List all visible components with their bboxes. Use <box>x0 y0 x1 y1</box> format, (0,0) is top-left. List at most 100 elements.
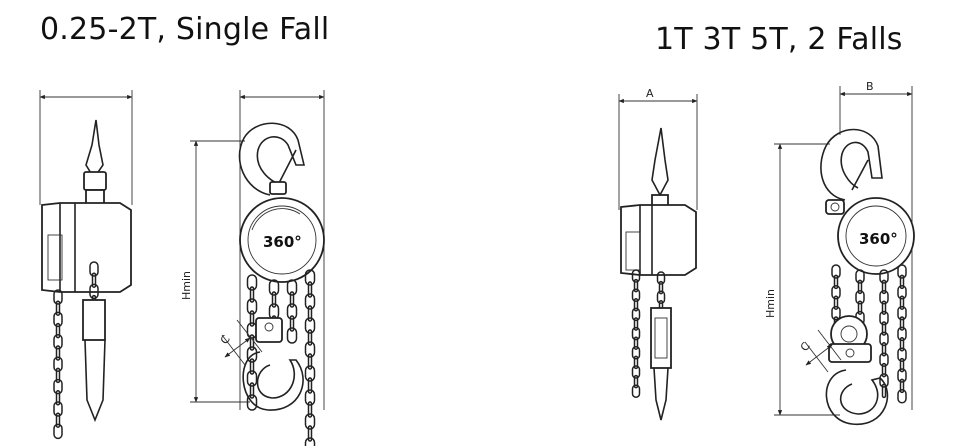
chain-link <box>55 345 61 361</box>
c-label-left: C <box>218 333 233 347</box>
chain-link <box>897 389 907 404</box>
chain-link <box>55 412 61 428</box>
chain-link <box>631 326 641 341</box>
chain-link <box>304 437 316 446</box>
chain-link <box>633 374 639 389</box>
chain-link <box>286 303 298 320</box>
chain-link <box>89 261 99 277</box>
b-label: B <box>866 80 874 93</box>
chain-link <box>633 278 639 293</box>
chain-link <box>899 378 905 394</box>
chain-link <box>307 281 313 298</box>
chain-link <box>289 291 295 308</box>
chain-link <box>55 390 61 406</box>
two-falls-front-view: B Hmin 360° C <box>764 80 915 425</box>
chain-link <box>897 264 907 279</box>
hmin-label-left: Hmin <box>180 271 193 300</box>
chain-link <box>656 271 666 285</box>
chain-link <box>633 317 639 331</box>
chain-link <box>631 307 641 322</box>
chain-link <box>633 336 639 350</box>
chain-link <box>631 269 641 283</box>
chain-link <box>881 383 887 399</box>
chain-link <box>831 305 841 321</box>
chain-link <box>289 315 295 332</box>
chain-link <box>899 274 905 290</box>
a-label: A <box>646 87 654 100</box>
chain-link <box>246 298 258 315</box>
chain-link <box>91 272 97 288</box>
chain-link <box>899 357 905 373</box>
chain-link <box>268 279 280 296</box>
chain-link <box>881 300 887 315</box>
title-two-falls: 1T 3T 5T, 2 Falls <box>655 22 903 57</box>
chain-link <box>307 377 313 394</box>
chain-link <box>304 413 316 430</box>
chain-link <box>897 285 907 300</box>
chain-link <box>307 353 313 370</box>
chain-link <box>53 356 63 372</box>
chain-link <box>53 289 63 305</box>
chain-link <box>897 347 907 362</box>
chain-link <box>656 290 666 304</box>
chain-link <box>249 310 255 327</box>
chain-link <box>881 321 887 336</box>
chain-link <box>89 283 99 300</box>
chain-link <box>833 295 839 310</box>
logo-360-left: 360° <box>263 233 302 251</box>
chain-link <box>307 305 313 322</box>
chain-link <box>881 342 887 357</box>
chain-link <box>855 269 865 284</box>
chain-link <box>55 367 61 384</box>
chain-link <box>304 317 316 334</box>
chain-link <box>879 269 889 284</box>
c-label-right: C <box>798 340 813 354</box>
chain-link <box>899 337 905 352</box>
chain-link <box>899 316 905 331</box>
chain-link <box>286 327 298 344</box>
chain-link <box>307 401 313 418</box>
chain-link <box>855 290 865 305</box>
chain-link <box>246 370 258 387</box>
chain-link <box>897 368 907 383</box>
chain-link <box>833 274 839 290</box>
logo-360-right: 360° <box>859 230 898 248</box>
chain-link <box>249 382 255 399</box>
chain-link <box>246 394 258 411</box>
chain-link <box>246 274 258 291</box>
chain-link <box>55 300 61 316</box>
chain-link <box>271 291 277 308</box>
chain-link <box>899 295 905 310</box>
chain-link <box>53 311 63 328</box>
chain-link <box>881 279 887 295</box>
chain-link <box>304 365 316 382</box>
chain-link <box>53 401 63 417</box>
chain-link <box>249 286 255 303</box>
chain-link <box>53 334 63 350</box>
chain-link <box>631 288 641 302</box>
chain-link <box>897 326 907 342</box>
chain-link <box>304 269 316 286</box>
chain-link <box>658 280 664 295</box>
chain-link <box>857 279 863 295</box>
chain-link <box>881 362 887 378</box>
chain-link <box>631 384 641 398</box>
chain-link <box>633 355 639 370</box>
chain-link <box>633 298 639 312</box>
chain-link <box>631 365 641 379</box>
single-fall-front-view: Hmin 360° C <box>180 90 325 446</box>
chain-link <box>307 425 313 442</box>
chain-link <box>304 389 316 406</box>
chain-link <box>879 352 889 367</box>
chain-link <box>879 310 889 326</box>
hmin-label-right: Hmin <box>764 289 777 318</box>
chain-link <box>249 334 255 351</box>
chain-link <box>249 358 255 375</box>
chain-link <box>286 279 298 296</box>
chain-link <box>631 346 641 360</box>
chain-link <box>53 378 63 395</box>
chain-link <box>879 373 889 388</box>
chain-link <box>55 322 61 339</box>
chain-link <box>307 329 313 346</box>
